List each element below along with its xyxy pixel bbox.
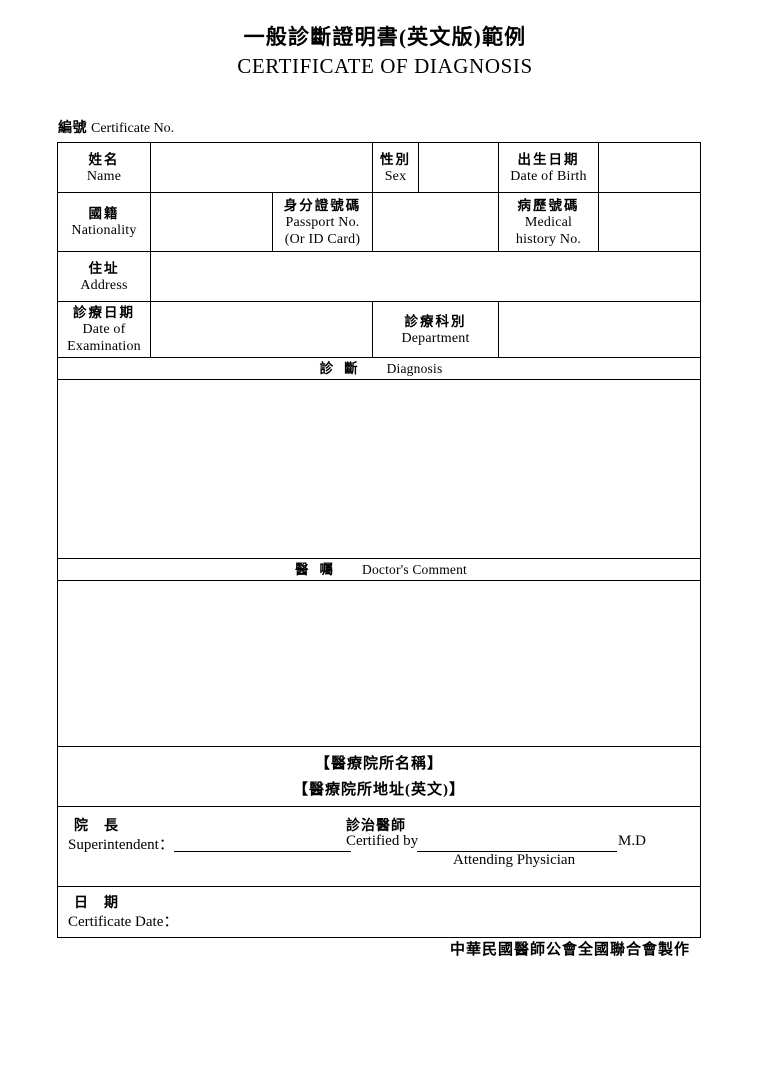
section-header-diagnosis: 診斷 Diagnosis [57, 357, 701, 380]
certificate-number-label-en: Certificate No. [91, 121, 175, 136]
label-passport-no-en2: (Or ID Card) [284, 231, 361, 247]
value-department[interactable] [498, 301, 701, 358]
superintendent-label-cn: 院長 [74, 819, 134, 834]
label-date-of-birth-en: Date of Birth [510, 168, 587, 184]
md-suffix-label: M.D [618, 833, 646, 849]
label-department-en: Department [401, 330, 470, 346]
footer-publisher: 中華民國醫師公會全國聯合會製作 [449, 942, 690, 958]
certified-by-label-cn: 診治醫師 [346, 819, 406, 834]
hospital-address-placeholder: 【醫療院所地址(英文)】 [293, 781, 465, 798]
label-nationality-en: Nationality [71, 223, 137, 238]
label-passport-no-en: Passport No. [285, 214, 360, 230]
attending-physician-label: Attending Physician [453, 852, 576, 868]
label-date-of-examination-cn: 診療日期 [73, 305, 135, 320]
label-date-of-examination-en: Date of [82, 322, 126, 337]
label-sex-cn: 性別 [380, 151, 411, 167]
value-passport-no[interactable] [372, 192, 499, 252]
certificate-date-label-cn: 日期 [74, 896, 134, 911]
label-address-en: Address [80, 277, 128, 293]
label-department-cn: 診療科別 [404, 313, 467, 329]
table-row-comment-header: 醫囑 Doctor's Comment [57, 558, 701, 581]
label-date-of-examination-en2: Examination [67, 339, 141, 354]
label-name-en: Name [86, 168, 122, 184]
section-header-diagnosis-en: Diagnosis [386, 361, 443, 376]
label-medical-history-no: 病歷號碼 Medical history No. [498, 192, 599, 252]
value-sex[interactable] [418, 142, 499, 193]
table-row-examination: 診療日期 Date of Examination 診療科別 Department [57, 301, 701, 358]
title-chinese: 一般診斷證明書(英文版)範例 [243, 25, 527, 49]
label-passport-no: 身分證號碼 Passport No. (Or ID Card) [272, 192, 373, 252]
label-nationality-cn: 國籍 [88, 206, 120, 221]
value-nationality[interactable] [150, 192, 273, 252]
table-row-signatures: 院長 Superintendent： 診治醫師 Certified by M.D… [57, 806, 701, 887]
certificate-date-block: 日期 Certificate Date： [57, 886, 701, 938]
label-address-cn: 住址 [88, 260, 120, 276]
signature-block: 院長 Superintendent： 診治醫師 Certified by M.D… [57, 806, 701, 887]
table-row-name: 姓名 Name 性別 Sex 出生日期 Date of Birth [57, 142, 701, 193]
title-english: CERTIFICATE OF DIAGNOSIS [237, 54, 533, 78]
section-header-doctors-comment-cn: 醫囑 [295, 562, 344, 577]
table-row-comment-body [57, 580, 701, 747]
certified-by-label-en: Certified by [346, 833, 419, 849]
hospital-info-block: 【醫療院所名稱】 【醫療院所地址(英文)】 [57, 746, 701, 807]
label-sex: 性別 Sex [372, 142, 419, 193]
label-date-of-examination: 診療日期 Date of Examination [57, 301, 151, 358]
table-row-diagnosis-body [57, 379, 701, 559]
value-date-of-birth[interactable] [598, 142, 701, 193]
label-medical-history-no-cn: 病歷號碼 [517, 197, 580, 213]
superintendent-label-en: Superintendent： [68, 837, 174, 853]
certificate-number-label-cn: 編號 [58, 121, 87, 136]
table-row-address: 住址 Address [57, 251, 701, 302]
certificate-form-table: 姓名 Name 性別 Sex 出生日期 Date of Birth 國籍 [57, 142, 701, 938]
table-row-diagnosis-header: 診斷 Diagnosis [57, 357, 701, 380]
label-passport-no-cn: 身分證號碼 [283, 197, 362, 213]
label-name: 姓名 Name [57, 142, 151, 193]
value-address[interactable] [150, 251, 701, 302]
label-date-of-birth-cn: 出生日期 [517, 151, 580, 167]
label-date-of-birth: 出生日期 Date of Birth [498, 142, 599, 193]
label-sex-en: Sex [384, 168, 407, 184]
label-medical-history-no-en: Medical [524, 214, 573, 230]
value-date-of-examination[interactable] [150, 301, 373, 358]
certificate-date-label-en[interactable]: Certificate Date： [68, 914, 179, 930]
certified-by-signature-line[interactable] [417, 851, 617, 852]
label-name-cn: 姓名 [88, 151, 120, 167]
certificate-number-label: 編號 Certificate No. [58, 120, 174, 138]
label-nationality: 國籍 Nationality [57, 192, 151, 252]
table-row-nationality: 國籍 Nationality 身分證號碼 Passport No. (Or ID… [57, 192, 701, 252]
label-medical-history-no-en2: history No. [515, 231, 582, 247]
diagnosis-content-area[interactable] [57, 379, 701, 559]
label-department: 診療科別 Department [372, 301, 499, 358]
doctors-comment-content-area[interactable] [57, 580, 701, 747]
table-row-hospital: 【醫療院所名稱】 【醫療院所地址(英文)】 [57, 746, 701, 807]
section-header-diagnosis-cn: 診斷 [319, 361, 369, 376]
label-address: 住址 Address [57, 251, 151, 302]
value-name[interactable] [150, 142, 373, 193]
section-header-doctors-comment-en: Doctor's Comment [362, 562, 467, 577]
hospital-name-placeholder: 【醫療院所名稱】 [314, 755, 443, 772]
superintendent-signature-line[interactable] [174, 851, 351, 852]
value-medical-history-no[interactable] [598, 192, 701, 252]
table-row-certificate-date: 日期 Certificate Date： [57, 886, 701, 938]
document-title-block: 一般診斷證明書(英文版)範例 CERTIFICATE OF DIAGNOSIS [0, 22, 770, 80]
section-header-doctors-comment: 醫囑 Doctor's Comment [57, 558, 701, 581]
